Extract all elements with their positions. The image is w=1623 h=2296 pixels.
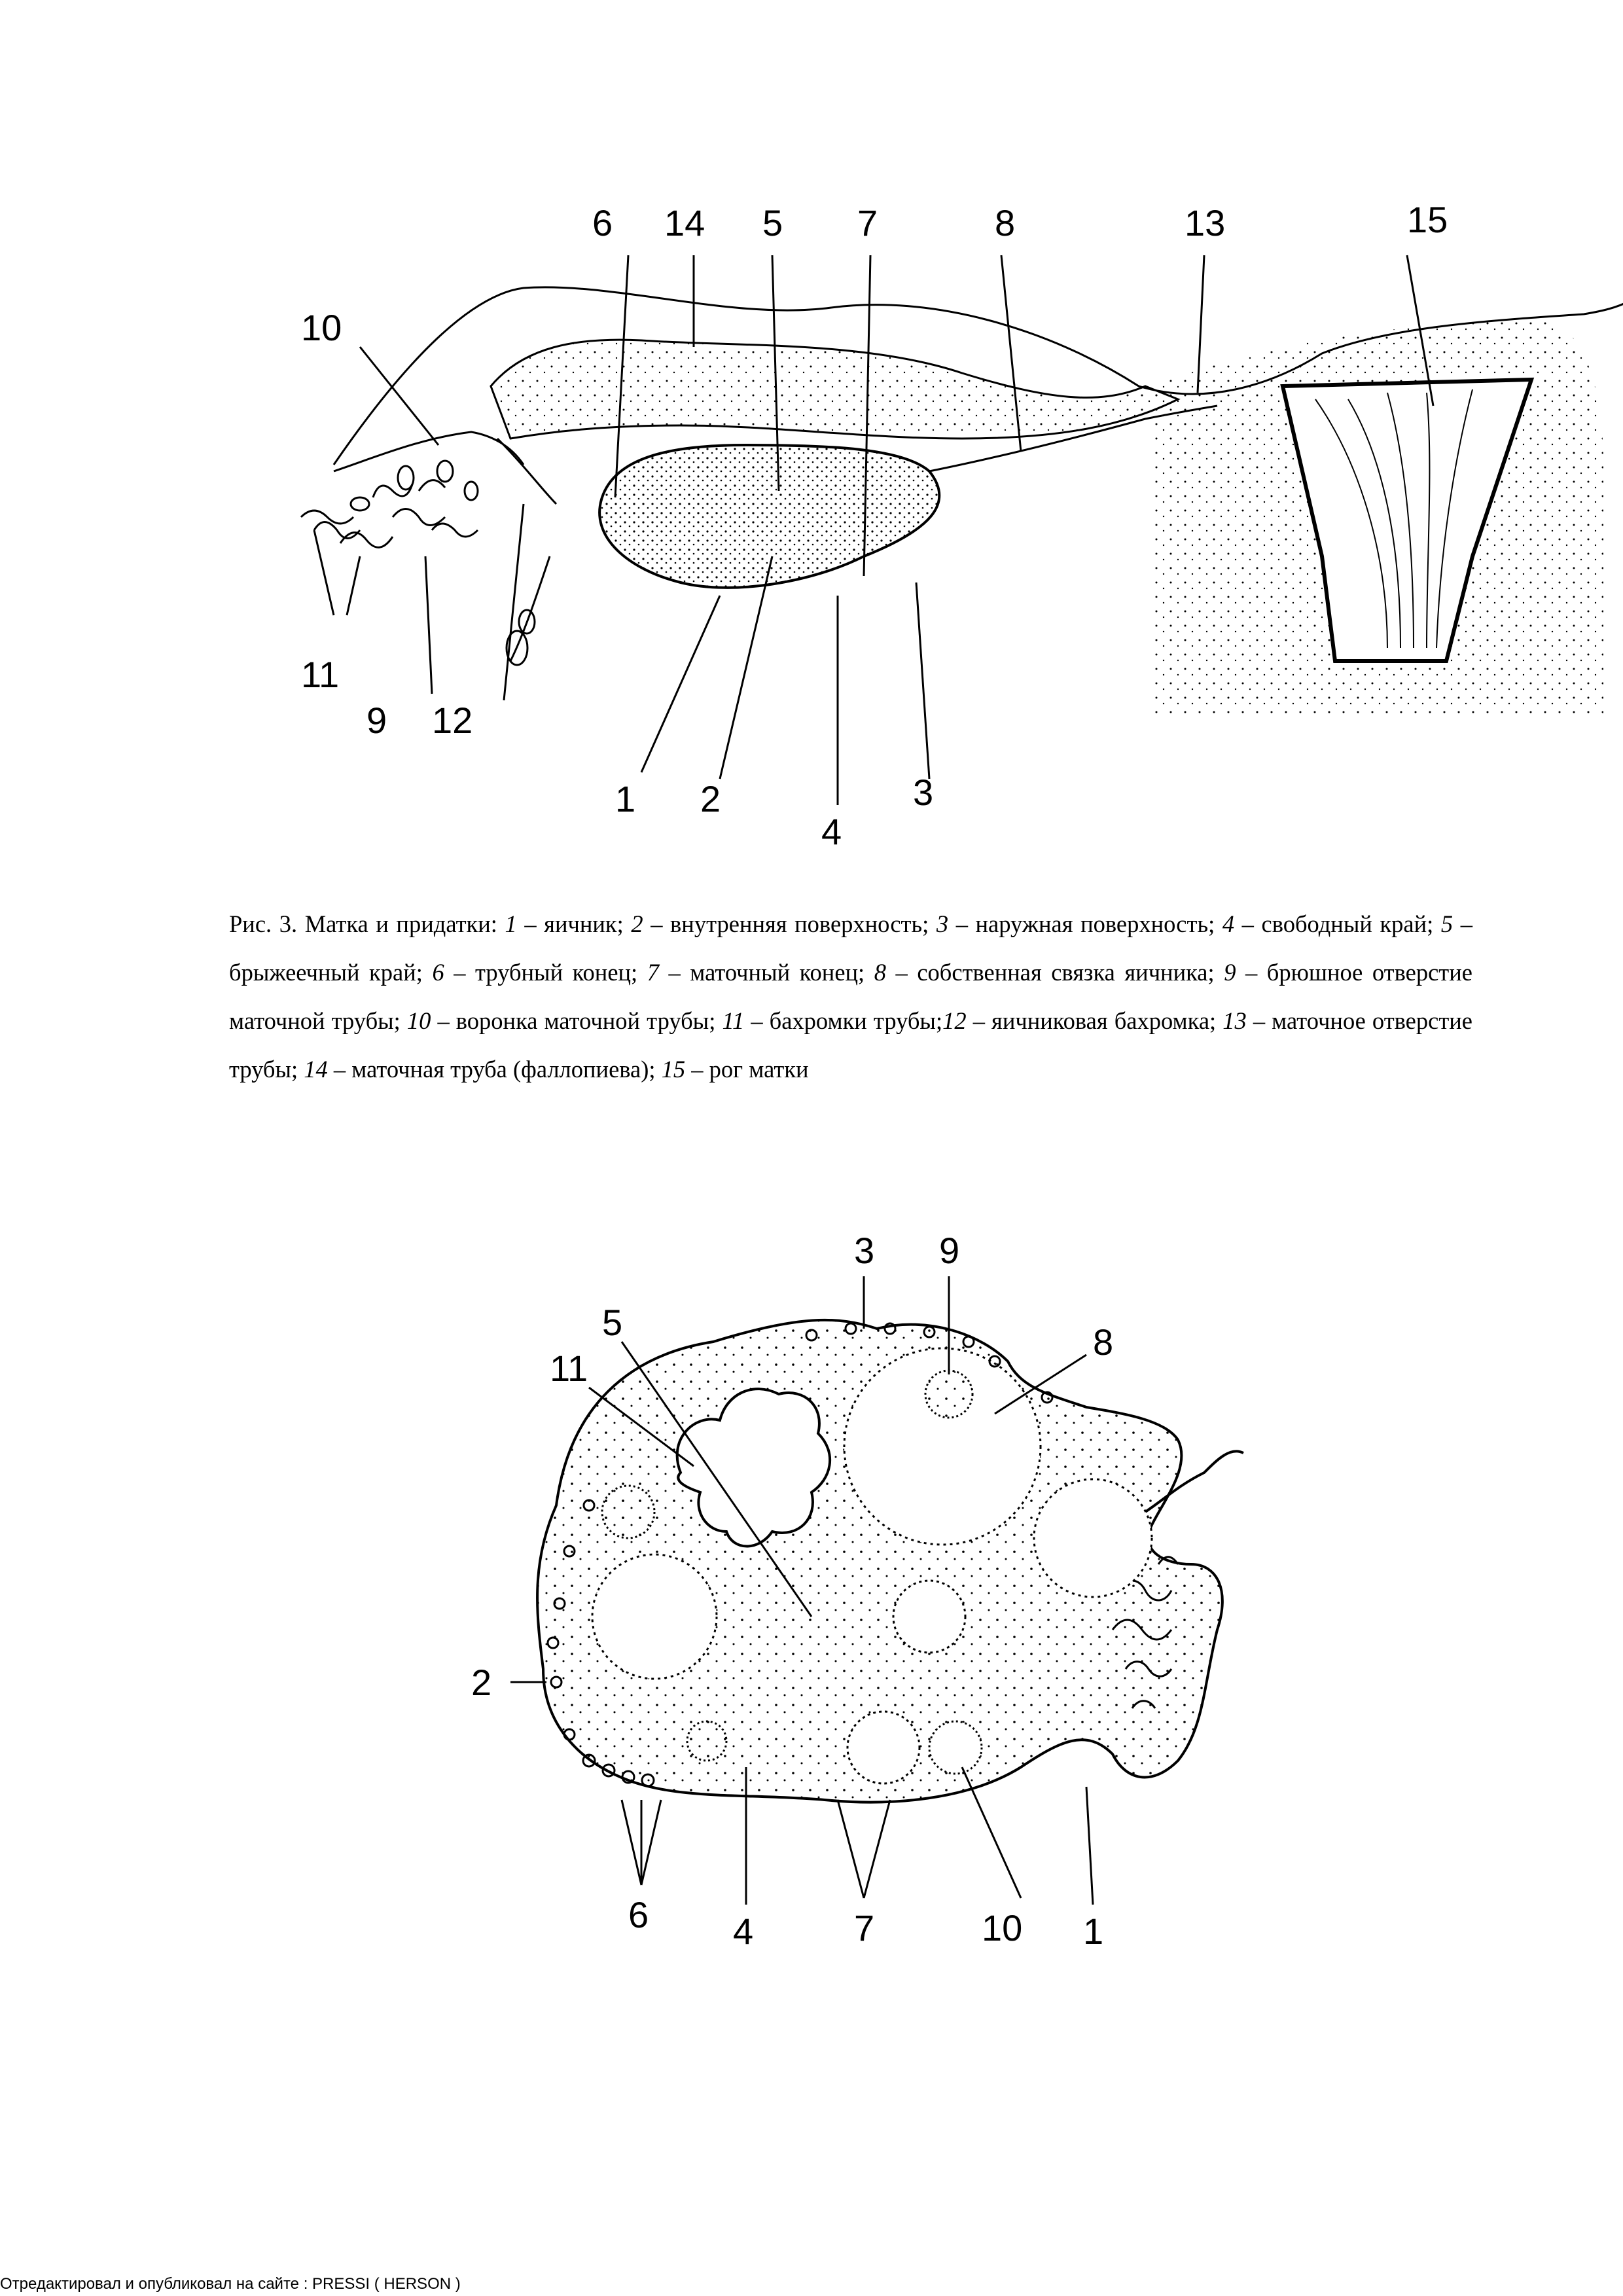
caption-text-8: – собственная связка яичника;: [886, 959, 1224, 986]
tube-infundibulum-10: [333, 431, 525, 473]
caption-text-1: – яичник;: [516, 910, 632, 937]
fig1-label-12: 12: [432, 700, 473, 741]
fig1-label-2: 2: [700, 778, 721, 819]
follicle-large-right: [1033, 1478, 1153, 1598]
fig1-label-4: 4: [821, 811, 842, 852]
oocyte-9: [924, 1369, 974, 1419]
hilum-tissue-1: [1144, 1450, 1244, 1513]
corpus-albicans-11: [675, 1388, 831, 1548]
fig1-label-9: 9: [366, 700, 387, 741]
caption-text-10: – воронка маточной трубы;: [431, 1007, 722, 1034]
fig2-label-11: 11: [550, 1348, 588, 1389]
caption-num-12: 12: [942, 1007, 967, 1034]
fig1-label-8: 8: [995, 202, 1015, 243]
follicle-small-10: [928, 1720, 983, 1775]
publisher-footer: Отредактировал и опубликовал на сайте : …: [0, 2275, 461, 2293]
caption-text-15: – рог матки: [685, 1056, 809, 1083]
caption-text-14: – маточная труба (фаллопиева);: [327, 1056, 662, 1083]
ovarian-fimbria-12: [496, 437, 558, 666]
figure-ovary-section: 1 2 3 4 5 6 7 8 9 10 11: [432, 1224, 1283, 1983]
uterine-cavity-folds: [1315, 389, 1473, 649]
fig2-label-1: 1: [1083, 1910, 1103, 1952]
caption-text-2: – внутренняя поверхность;: [643, 910, 936, 937]
caption-num-10: 10: [406, 1007, 431, 1034]
fig2-label-9: 9: [939, 1230, 959, 1271]
fig1-label-11: 11: [301, 654, 339, 695]
hilum-vessels: [1111, 1556, 1179, 1709]
caption-num-2: 2: [631, 910, 643, 937]
caption-num-14: 14: [304, 1056, 328, 1083]
caption-text-5: – брыжеечный край;: [229, 910, 1472, 986]
caption-num-4: 4: [1222, 910, 1235, 937]
caption-text-12: – яичниковая бахромка;: [966, 1007, 1223, 1034]
fig2-label-3: 3: [854, 1230, 874, 1271]
fig2-label-10: 10: [982, 1907, 1022, 1948]
caption-num-5: 5: [1440, 910, 1454, 937]
caption-text-11: – бахромки трубы;: [744, 1007, 943, 1034]
primordial-follicles-6: [546, 1322, 1054, 1787]
ovary-1: [598, 443, 941, 589]
figure-caption: Рис. 3. Матка и придатки: 1 – яичник; 2 …: [229, 900, 1472, 1094]
figure-uterus-adnexa: 1 2 3 4 5 6 7 8 9 10 11 12 13 14 15: [275, 190, 1623, 877]
caption-text-3: – наружная поверхность;: [948, 910, 1222, 937]
caption-num-11: 11: [722, 1007, 745, 1034]
fig2-label-8: 8: [1093, 1321, 1113, 1363]
follicle-small-bottom-left: [686, 1720, 728, 1762]
caption-num-6: 6: [432, 959, 444, 986]
figure1-leader-lines: [313, 255, 1435, 805]
fig1-label-7: 7: [857, 202, 878, 243]
follicle-left: [591, 1553, 718, 1680]
fig1-label-3: 3: [913, 772, 933, 813]
fig1-label-1: 1: [615, 778, 635, 819]
caption-num-1: 1: [505, 910, 517, 937]
caption-text-4: – свободный край;: [1234, 910, 1441, 937]
fig2-label-4: 4: [733, 1910, 753, 1952]
follicle-small-left: [601, 1484, 656, 1539]
fig1-label-5: 5: [762, 202, 783, 243]
caption-text-7: – маточный конец;: [658, 959, 874, 986]
fig1-label-13: 13: [1185, 202, 1225, 243]
caption-num-3: 3: [936, 910, 949, 937]
fig1-label-6: 6: [592, 202, 613, 243]
caption-num-7: 7: [647, 959, 659, 986]
fig2-label-7: 7: [854, 1907, 874, 1948]
figure2-leader-lines: [510, 1276, 1094, 1905]
caption-prefix: Рис. 3. Матка и придатки:: [229, 910, 505, 937]
caption-num-8: 8: [874, 959, 886, 986]
fig1-label-15: 15: [1407, 199, 1448, 240]
fig2-label-2: 2: [471, 1662, 491, 1703]
mature-follicle-8: [843, 1347, 1042, 1546]
caption-num-9: 9: [1224, 959, 1236, 986]
fig2-label-5: 5: [602, 1302, 622, 1343]
caption-num-13: 13: [1222, 1007, 1247, 1034]
fimbriae-11: [300, 459, 479, 548]
caption-text-6: – трубный конец;: [444, 959, 647, 986]
caption-text-13: – маточное отверстие трубы;: [229, 1007, 1473, 1083]
fig1-label-10: 10: [301, 307, 342, 348]
caption-text-9: – брюшное отверстие маточной трубы;: [229, 959, 1472, 1034]
fig1-label-14: 14: [664, 202, 705, 243]
follicle-bottom: [846, 1710, 921, 1785]
fig2-label-6: 6: [628, 1894, 649, 1935]
caption-num-15: 15: [661, 1056, 686, 1083]
follicle-center: [892, 1579, 967, 1654]
uterine-tube-14: [490, 338, 1181, 440]
